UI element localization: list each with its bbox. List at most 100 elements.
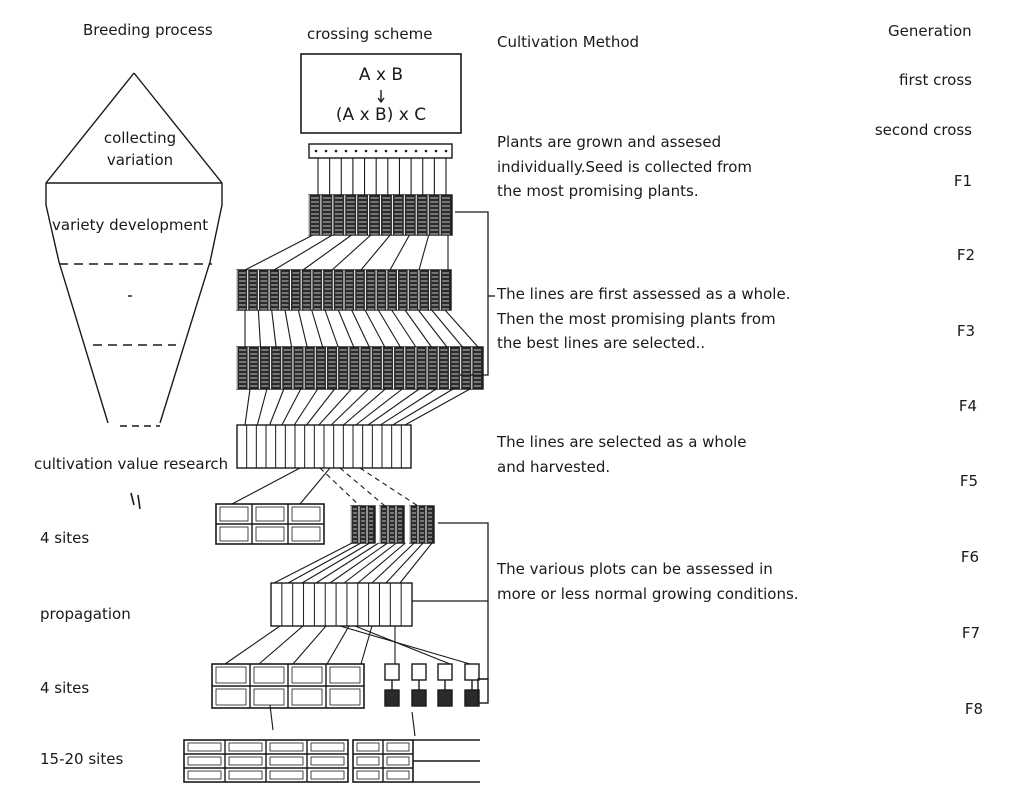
connector-f5-sites [339, 467, 386, 507]
site-grid-15-20-plot [228, 742, 263, 752]
method-text-1: Plants are grown and assesed individuall… [497, 133, 753, 200]
f8-plot-top [411, 663, 427, 681]
generation-second-cross: second cross [874, 121, 972, 139]
plot-row-f4 [236, 346, 484, 390]
connector-f4-f5 [367, 388, 420, 426]
site-grid-15-20 [183, 739, 349, 783]
seed-dot [364, 149, 368, 153]
connector-f4-f5 [281, 388, 302, 426]
seed-row [308, 143, 453, 159]
connector-f5-sites [299, 467, 331, 505]
f8-plot-bottom [437, 689, 453, 707]
seed-dot [424, 149, 428, 153]
seed-dots [314, 149, 448, 153]
site-grid-15-20-plot [310, 742, 345, 752]
seed-dot [324, 149, 328, 153]
f8-plot-bottom [464, 689, 480, 707]
generation-f5: F5 [959, 472, 978, 490]
plot-row-f7 [270, 582, 413, 627]
site-grid-15-20-b-plot [356, 742, 380, 752]
site-grid-15-20-plot [187, 770, 222, 780]
seed-dot [374, 149, 378, 153]
header-generation: Generation [888, 22, 972, 40]
connector-f2-f3 [360, 234, 391, 271]
connector-f2-f3 [389, 234, 410, 271]
connector-f6-f7 [329, 542, 388, 584]
label-15-20-sites: 15-20 sites [40, 750, 124, 768]
connector-f6-f7 [301, 542, 371, 584]
connector-f2-f3 [302, 234, 352, 271]
connector-f6-f7 [371, 542, 415, 584]
seed-dot [444, 149, 448, 153]
site-grid-15-20-plot [187, 742, 222, 752]
connector-f5-sites [231, 467, 301, 505]
cross-box [300, 53, 462, 134]
connector-f3-f4 [404, 309, 432, 348]
seed-dot [334, 149, 338, 153]
connector-f3-f4 [351, 309, 370, 348]
f8-plot-bottom [411, 689, 427, 707]
connector-f3-f4 [284, 309, 293, 348]
connector-f2-f3 [244, 234, 314, 271]
site-grid-f6-plot [255, 506, 285, 522]
cross-line-2: (A x B) x C [335, 105, 427, 125]
site-grid-15-20-b [352, 739, 414, 783]
header-cultivation-method: Cultivation Method [497, 33, 640, 51]
plot-small-1-frame [350, 505, 376, 544]
f8-plot-top [464, 663, 480, 681]
f8-plot-pair [437, 663, 453, 707]
connector-f3-f4 [337, 309, 355, 348]
generation-f7: F7 [961, 624, 980, 642]
seed-dot [354, 149, 358, 153]
label-cultivation-value-research: cultivation value research [34, 455, 229, 473]
label-propagation: propagation [40, 605, 131, 623]
connector-f2-f3 [418, 234, 430, 271]
connector-f3-f4 [444, 309, 479, 348]
plot-row-f5 [236, 424, 412, 469]
f8-plot-top [437, 663, 453, 681]
connector-f3-f4 [377, 309, 401, 348]
label-4-sites-a: 4 sites [40, 529, 90, 547]
connector-f7-f8 [258, 625, 304, 665]
plot-small-3 [409, 505, 435, 544]
connector-f6-f7 [315, 542, 379, 584]
connector-f4-f5 [318, 388, 352, 426]
connector-f3-f4 [391, 309, 417, 348]
connector-f8-sites [411, 711, 416, 737]
connector-f4-f5 [355, 388, 403, 426]
connector-f6-f7 [357, 542, 406, 584]
connector-f3-f4 [431, 309, 463, 348]
connector-f3-f4 [297, 309, 308, 348]
site-grid-15-20-b-plot [386, 770, 410, 780]
connector-f6-f7 [399, 542, 433, 584]
connector-f6-f7 [385, 542, 424, 584]
connector-f6-f7 [287, 542, 362, 584]
site-grid-15-20-b-plot [356, 770, 380, 780]
generation-f4: F4 [958, 397, 977, 415]
connector-f8-sites [269, 704, 274, 731]
connector-f4-f5 [404, 388, 471, 426]
plot-small-1 [350, 505, 376, 544]
site-grid-f8-plot [253, 666, 285, 684]
generation-first-cross: first cross [899, 71, 972, 89]
connector-f6-f7 [273, 542, 353, 584]
plot-row-f2 [308, 194, 453, 236]
f8-plot-top [384, 663, 400, 681]
generation-f3: F3 [956, 322, 975, 340]
site-grid-15-20-b-plot [386, 742, 410, 752]
site-grid-15-20-plot [228, 756, 263, 766]
breeding-process-shape [45, 72, 223, 510]
connector-f4-f5 [343, 388, 386, 426]
connector-f4-f5 [392, 388, 454, 426]
plot-row-f7-frame [270, 582, 413, 627]
connector-f4-f5 [380, 388, 437, 426]
f8-plot-pair [384, 663, 400, 707]
site-grid-f8-plot [329, 688, 361, 706]
label-collecting: collecting [103, 129, 177, 147]
connector-f5-sites [319, 467, 361, 507]
plot-small-2-frame [379, 505, 405, 544]
connector-f7-f8 [224, 625, 281, 665]
connector-f5-sites [359, 467, 419, 507]
site-grid-f8-plot [215, 688, 247, 706]
